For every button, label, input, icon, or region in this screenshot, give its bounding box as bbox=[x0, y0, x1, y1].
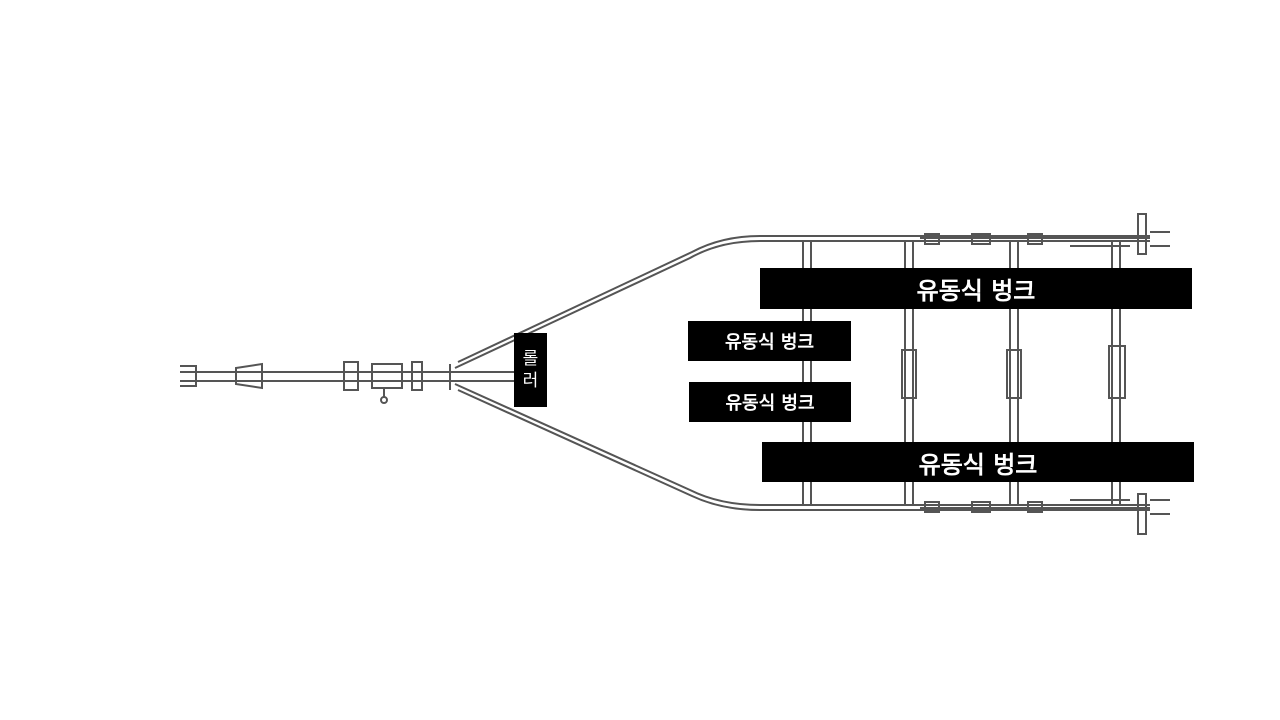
rail-fittings bbox=[924, 233, 1043, 513]
bunk-label-bottom-long: 유동식 벙크 bbox=[762, 442, 1194, 482]
roller-label-line-1: 롤 bbox=[522, 349, 539, 369]
frame-lower-rail bbox=[454, 383, 1150, 511]
bunk-label-lower-short: 유동식 벙크 bbox=[689, 382, 851, 422]
roller-label-line-2: 러 bbox=[522, 371, 539, 391]
trailer-frame bbox=[180, 213, 1170, 535]
bunk-label-top-long: 유동식 벙크 bbox=[760, 268, 1192, 309]
bunk-label-upper-short: 유동식 벙크 bbox=[688, 321, 851, 361]
roller-label: 롤 러 bbox=[514, 333, 547, 407]
tongue bbox=[180, 361, 520, 404]
frame-upper-rail bbox=[454, 235, 1150, 369]
